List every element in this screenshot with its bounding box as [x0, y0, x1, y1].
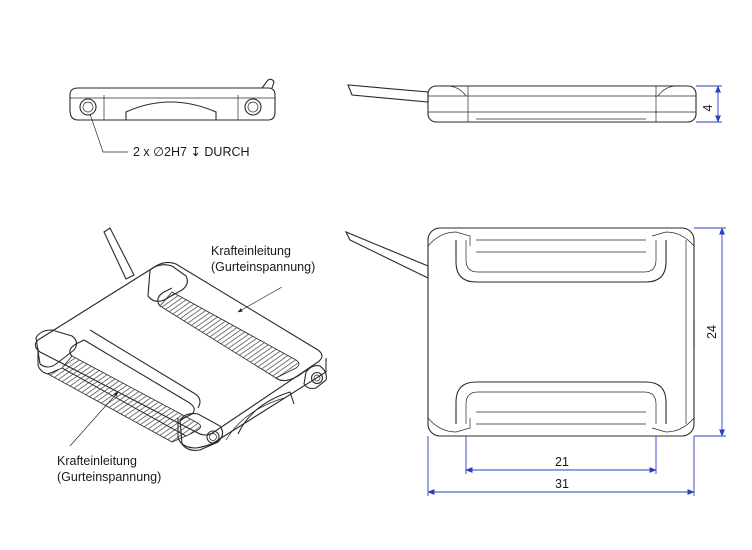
dim-overall-width: 31: [555, 477, 569, 491]
dim-height-side: 4: [701, 104, 715, 111]
front-view: [69, 78, 276, 153]
force-label-top-line1: Krafteinleitung: [211, 244, 291, 258]
force-label-bottom-line2: (Gurteinspannung): [57, 470, 161, 484]
isometric-view: [34, 227, 327, 451]
dim-height-top: 24: [705, 325, 719, 339]
hole-callout: 2 x ∅2H7 ↧ DURCH: [133, 145, 250, 159]
top-view: [344, 227, 726, 496]
force-label-bottom-line1: Krafteinleitung: [57, 454, 137, 468]
dim-inner-width: 21: [555, 455, 569, 469]
force-label-top-line2: (Gurteinspannung): [211, 260, 315, 274]
side-view: [347, 84, 722, 123]
